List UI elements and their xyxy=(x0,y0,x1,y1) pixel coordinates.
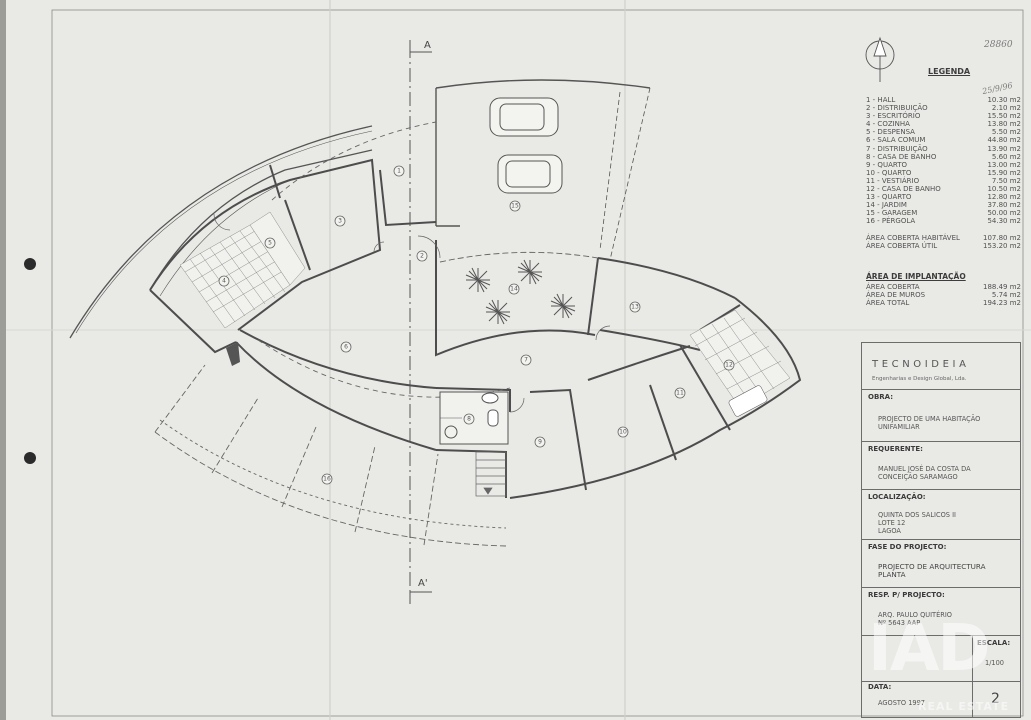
divider xyxy=(862,587,1020,588)
kitchen-tile-grid xyxy=(179,211,306,329)
room-label: 6 xyxy=(344,344,348,351)
company-name: TECNOIDEIA xyxy=(872,359,970,370)
room-label: 9 xyxy=(538,439,542,446)
north-arrow-icon xyxy=(865,36,895,82)
divider xyxy=(862,539,1020,540)
divider xyxy=(862,489,1020,490)
section-line-a xyxy=(409,40,432,604)
sheet-number: 2 xyxy=(991,691,1000,707)
resp-label: RESP. P/ PROJECTO: xyxy=(868,591,945,599)
car-icon xyxy=(489,97,563,194)
escala-value: 1/100 xyxy=(985,659,1005,667)
divider xyxy=(862,635,1020,636)
room-label: 3 xyxy=(338,218,342,225)
handwritten-ref: 28860 xyxy=(984,40,1013,50)
fase-label: FASE DO PROJECTO: xyxy=(868,543,947,551)
fase-text: PROJECTO DE ARQUITECTURA PLANTA xyxy=(878,562,986,579)
room-label: 14 xyxy=(510,286,518,293)
drawing-border xyxy=(51,9,1024,717)
garden-plant-icon xyxy=(465,259,576,325)
bath-tile-grid xyxy=(689,309,791,417)
stair xyxy=(475,451,507,497)
legend-title: LEGENDA xyxy=(928,67,971,76)
stove-mark xyxy=(226,342,240,366)
room-label: 8 xyxy=(467,416,471,423)
company-subtitle: Engenharias e Design Global, Lda. xyxy=(872,376,967,382)
room-label: 15 xyxy=(511,203,519,210)
watermark-text: REAL ESTATE xyxy=(918,700,1010,713)
outer-arc-walls xyxy=(69,125,373,339)
section-label-top: A xyxy=(424,40,431,51)
scale-box: ESCALA: 1/100 xyxy=(972,635,1021,681)
pergola-dashed xyxy=(154,121,599,547)
title-block: TECNOIDEIA Engenharias e Design Global, … xyxy=(861,342,1021,718)
sheet-number-box: 2 xyxy=(972,681,1021,717)
punch-hole xyxy=(24,258,36,270)
requerente-text: MANUEL JOSÉ DA COSTA DA CONCEIÇÃO SARAMA… xyxy=(878,465,971,481)
room-label: 10 xyxy=(619,429,627,436)
room-label: 16 xyxy=(323,476,331,483)
room-number-markers xyxy=(218,165,735,485)
requerente-label: REQUERENTE: xyxy=(868,445,923,453)
room-label: 12 xyxy=(725,362,733,369)
watermark-logo: IAD xyxy=(868,612,990,686)
room-label: 11 xyxy=(676,390,684,397)
implantacao-title: ÁREA DE IMPLANTAÇÃO xyxy=(866,272,966,281)
section-label-bottom: A' xyxy=(418,578,428,589)
resp-text: ARQ. PAULO QUITÉRIO Nº 5643 AAP xyxy=(878,611,952,627)
escala-label: ESCALA: xyxy=(977,639,1011,647)
obra-text: PROJECTO DE UMA HABITAÇÃO UNIFAMILIAR xyxy=(878,415,981,431)
localizacao-label: LOCALIZAÇÃO: xyxy=(868,493,926,501)
room-number-labels: 1 2 3 4 5 6 7 8 9 10 11 12 13 14 15 16 xyxy=(222,168,733,483)
room-label: 7 xyxy=(524,357,528,364)
room-label: 4 xyxy=(222,278,226,285)
data-value: AGOSTO 1997 xyxy=(878,699,925,707)
room-label: 1 xyxy=(397,168,401,175)
room-label: 13 xyxy=(631,304,639,311)
divider xyxy=(862,681,1020,682)
obra-label: OBRA: xyxy=(868,393,894,401)
room-label: 2 xyxy=(420,253,424,260)
localizacao-text: QUINTA DOS SALICOS II LOTE 12 LAGOA xyxy=(878,511,956,535)
garage xyxy=(435,79,651,261)
divider xyxy=(862,441,1020,442)
door-swings xyxy=(213,213,611,413)
punch-hole xyxy=(24,452,36,464)
data-label: DATA: xyxy=(868,683,892,691)
divider xyxy=(862,389,1020,390)
room-label: 5 xyxy=(268,240,272,247)
